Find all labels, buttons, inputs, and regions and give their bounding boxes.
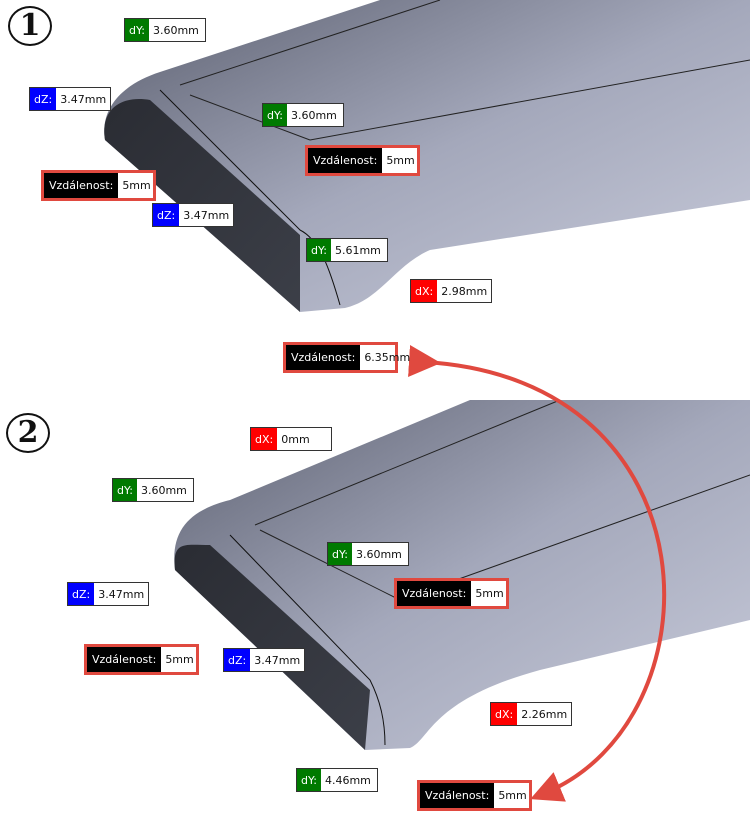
measure-callout-dx[interactable]: dX:0mm xyxy=(250,427,332,451)
measure-value: 5mm xyxy=(165,653,194,666)
measure-value: 3.60mm xyxy=(355,548,402,561)
measure-callout-dy[interactable]: dY:3.60mm xyxy=(262,103,344,127)
measure-callout-distance[interactable]: Vzdálenost:5mm xyxy=(41,170,156,201)
measure-key: dZ: xyxy=(30,88,57,110)
measure-key: Vzdálenost: xyxy=(397,581,472,606)
measure-value: 6.35mm xyxy=(364,351,411,364)
measure-value: 2.98mm xyxy=(441,285,488,298)
measure-callout-distance[interactable]: Vzdálenost:5mm xyxy=(84,644,199,675)
measure-key: dY: xyxy=(328,543,352,565)
measure-callout-distance[interactable]: Vzdálenost:6.35mm xyxy=(283,342,410,373)
measure-callout-dy[interactable]: dY:3.60mm xyxy=(112,478,194,502)
comparison-arrow xyxy=(408,345,667,802)
measure-key: dY: xyxy=(307,239,331,261)
measure-value: 4.46mm xyxy=(324,774,371,787)
measure-value: 3.47mm xyxy=(60,93,107,106)
measure-callout-dz[interactable]: dZ:3.47mm xyxy=(67,582,149,606)
measure-key: dY: xyxy=(125,19,149,41)
measure-value: 3.47mm xyxy=(183,209,230,222)
measure-callout-distance[interactable]: Vzdálenost:5mm xyxy=(417,780,532,811)
measure-key: Vzdálenost: xyxy=(308,148,383,173)
measure-key: dY: xyxy=(113,479,137,501)
measure-callout-distance[interactable]: Vzdálenost:5mm xyxy=(305,145,420,176)
measure-value: 5mm xyxy=(386,154,415,167)
measure-key: dY: xyxy=(297,769,321,791)
measure-key: Vzdálenost: xyxy=(286,345,361,370)
measure-value: 0mm xyxy=(281,433,310,446)
measure-key: dZ: xyxy=(68,583,95,605)
measure-callout-dz[interactable]: dZ:3.47mm xyxy=(29,87,111,111)
measure-value: 3.60mm xyxy=(152,24,199,37)
measure-value: 5mm xyxy=(475,587,504,600)
measure-callout-dy[interactable]: dY:3.60mm xyxy=(124,18,206,42)
measure-key: dZ: xyxy=(224,649,251,671)
measure-callout-distance[interactable]: Vzdálenost:5mm xyxy=(394,578,509,609)
measure-value: 5.61mm xyxy=(334,244,381,257)
step-badge-1: 1 xyxy=(8,6,52,46)
measure-key: dZ: xyxy=(153,204,180,226)
measure-value: 3.47mm xyxy=(254,654,301,667)
step-badge-2: 2 xyxy=(6,413,50,453)
measure-key: Vzdálenost: xyxy=(44,173,119,198)
measure-callout-dy[interactable]: dY:3.60mm xyxy=(327,542,409,566)
measure-value: 5mm xyxy=(498,789,527,802)
measure-callout-dy[interactable]: dY:4.46mm xyxy=(296,768,378,792)
measure-callout-dy[interactable]: dY:5.61mm xyxy=(306,238,388,262)
part-model-1[interactable] xyxy=(104,0,750,313)
measure-callout-dz[interactable]: dZ:3.47mm xyxy=(152,203,234,227)
measure-callout-dz[interactable]: dZ:3.47mm xyxy=(223,648,305,672)
measure-value: 5mm xyxy=(122,179,151,192)
measure-callout-dx[interactable]: dX:2.98mm xyxy=(410,279,492,303)
measure-value: 3.47mm xyxy=(98,588,145,601)
measure-value: 3.60mm xyxy=(290,109,337,122)
measure-key: dX: xyxy=(251,428,278,450)
measure-key: Vzdálenost: xyxy=(87,647,162,672)
measure-key: Vzdálenost: xyxy=(420,783,495,808)
measure-value: 3.60mm xyxy=(140,484,187,497)
measure-key: dY: xyxy=(263,104,287,126)
measure-key: dX: xyxy=(411,280,438,302)
measure-callout-dx[interactable]: dX:2.26mm xyxy=(490,702,572,726)
measure-key: dX: xyxy=(491,703,518,725)
measure-value: 2.26mm xyxy=(521,708,568,721)
